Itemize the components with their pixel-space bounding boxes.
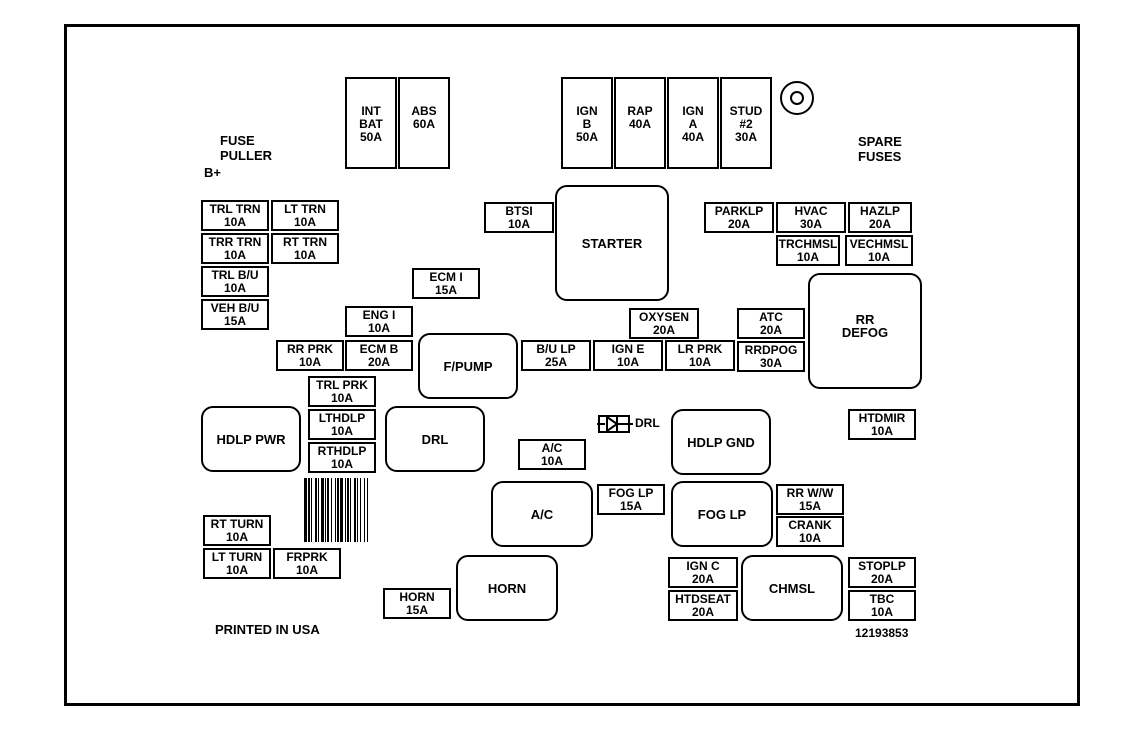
barcode-bar <box>321 478 324 542</box>
barcode-bar <box>350 478 351 542</box>
drl-diode: DRL <box>597 410 665 438</box>
barcode-bar <box>304 478 307 542</box>
relay-starter: STARTER <box>555 185 669 301</box>
relay-fog-lp: FOG LP <box>671 481 773 547</box>
part-number: 12193853 <box>855 626 909 640</box>
b-plus-label: B+ <box>204 165 221 180</box>
relay-fuel-pump: F/PUMP <box>418 333 518 399</box>
barcode-bar <box>347 478 349 542</box>
barcode-bar <box>367 478 368 542</box>
barcode-bar <box>315 478 317 542</box>
barcode-bar <box>311 478 312 542</box>
barcode-bar <box>327 478 329 542</box>
diagram-frame <box>64 24 1080 706</box>
stud-terminal-icon <box>780 81 814 115</box>
printed-label: PRINTED IN USA <box>215 622 320 637</box>
barcode <box>304 478 368 542</box>
barcode-bar <box>308 478 310 542</box>
barcode-bar <box>331 478 332 542</box>
barcode-bar <box>364 478 365 542</box>
barcode-bar <box>318 478 319 542</box>
barcode-bar <box>360 478 361 542</box>
barcode-bar <box>325 478 326 542</box>
barcode-bar <box>354 478 356 542</box>
diode-label: DRL <box>635 416 660 430</box>
barcode-bar <box>337 478 339 542</box>
relay-hdlp-pwr: HDLP PWR <box>201 406 301 472</box>
relay-horn: HORN <box>456 555 558 621</box>
relay-chmsl: CHMSL <box>741 555 843 621</box>
barcode-bar <box>357 478 358 542</box>
relay-drl: DRL <box>385 406 485 472</box>
relay-ac: A/C <box>491 481 593 547</box>
barcode-bar <box>335 478 336 542</box>
relay-hdlp-gnd: HDLP GND <box>671 409 771 475</box>
barcode-bar <box>345 478 346 542</box>
barcode-bar <box>340 478 343 542</box>
diode-icon <box>597 415 633 433</box>
